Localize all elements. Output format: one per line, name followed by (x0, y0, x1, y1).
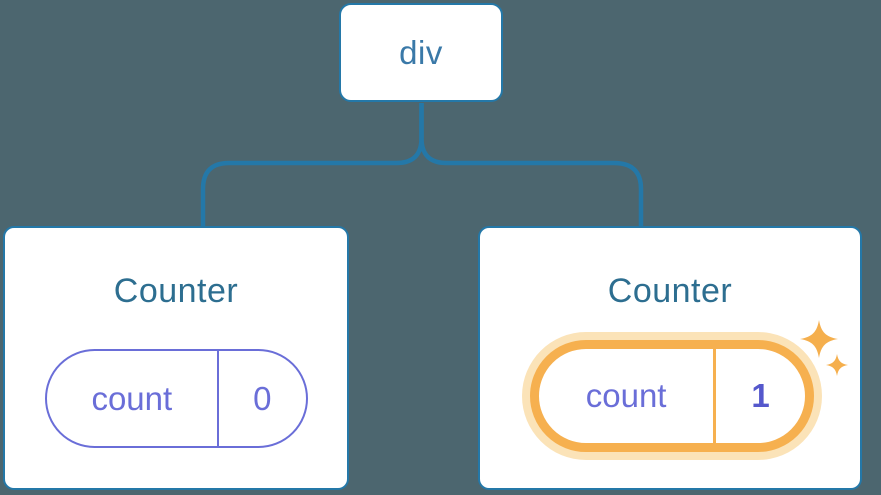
counter-card-right: Counter count 1 (478, 226, 862, 490)
state-key: count (539, 349, 717, 443)
state-value: 0 (253, 379, 272, 417)
root-node-label: div (399, 33, 443, 71)
state-value: 1 (751, 377, 770, 414)
root-node: div (339, 3, 503, 102)
state-key: count (47, 351, 219, 446)
counter-card-left: Counter count 0 (3, 226, 349, 490)
component-title: Counter (113, 272, 239, 310)
component-title: Counter (607, 272, 733, 310)
state-pill-highlighted: count 1 (530, 340, 814, 452)
connector-branch-right (419, 103, 644, 227)
connector-branch-left (200, 103, 424, 227)
state-pill: count 0 (45, 349, 308, 448)
